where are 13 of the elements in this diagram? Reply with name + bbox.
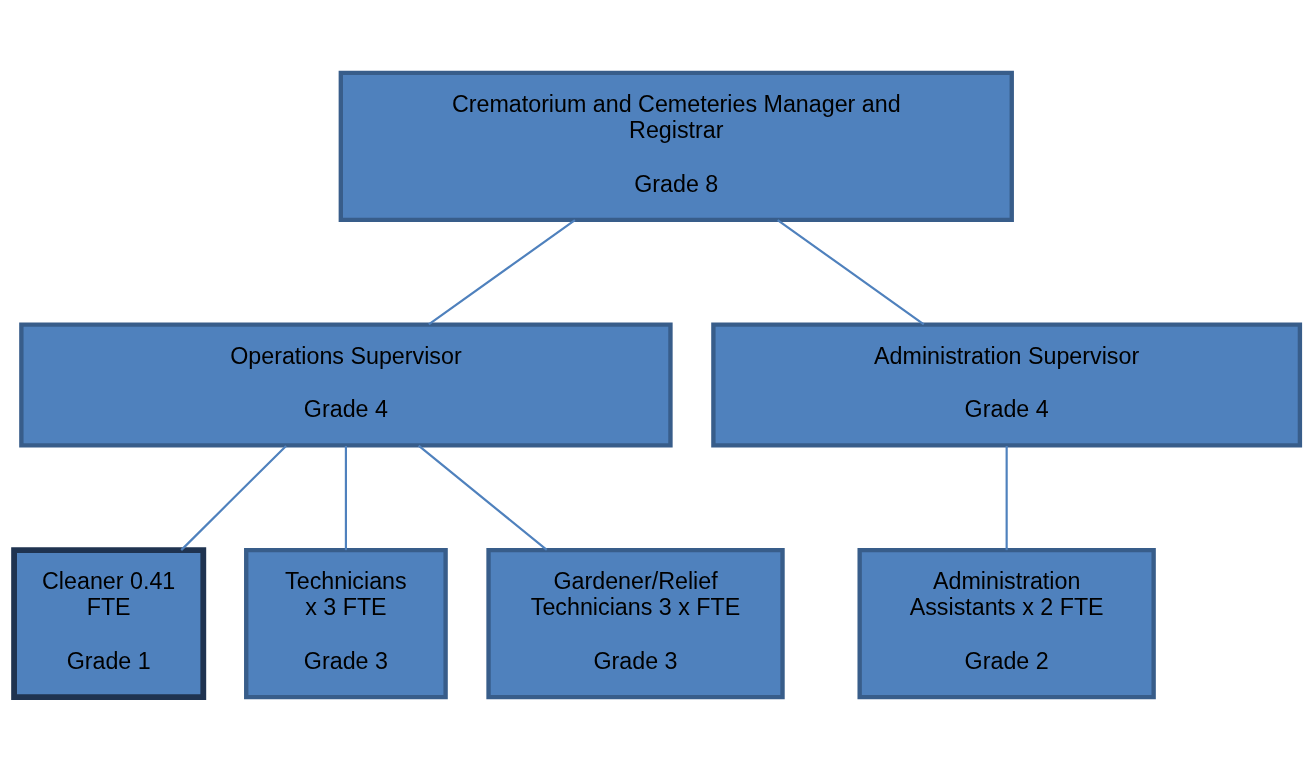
node-box: Administration Supervisor Grade 4 [711,321,1303,448]
node-box: Operations Supervisor Grade 4 [19,321,673,448]
connector [344,445,347,550]
connector [417,444,548,551]
node-box: Cleaner 0.41 FTE Grade 1 [11,546,207,700]
node-box: Gardener/Relief Technicians 3 x FTE Grade 3 [486,547,785,699]
connector [777,218,925,325]
node-box: Administration Assistants x 2 FTE Grade 2 [857,547,1156,699]
connector [180,444,287,551]
connector [428,218,576,325]
connector [1005,445,1008,550]
node-box: Crematorium and Cemeteries Manager and Registrar Grade 8 [338,70,1014,222]
node-box: Technicians x 3 FTE Grade 3 [244,547,448,699]
